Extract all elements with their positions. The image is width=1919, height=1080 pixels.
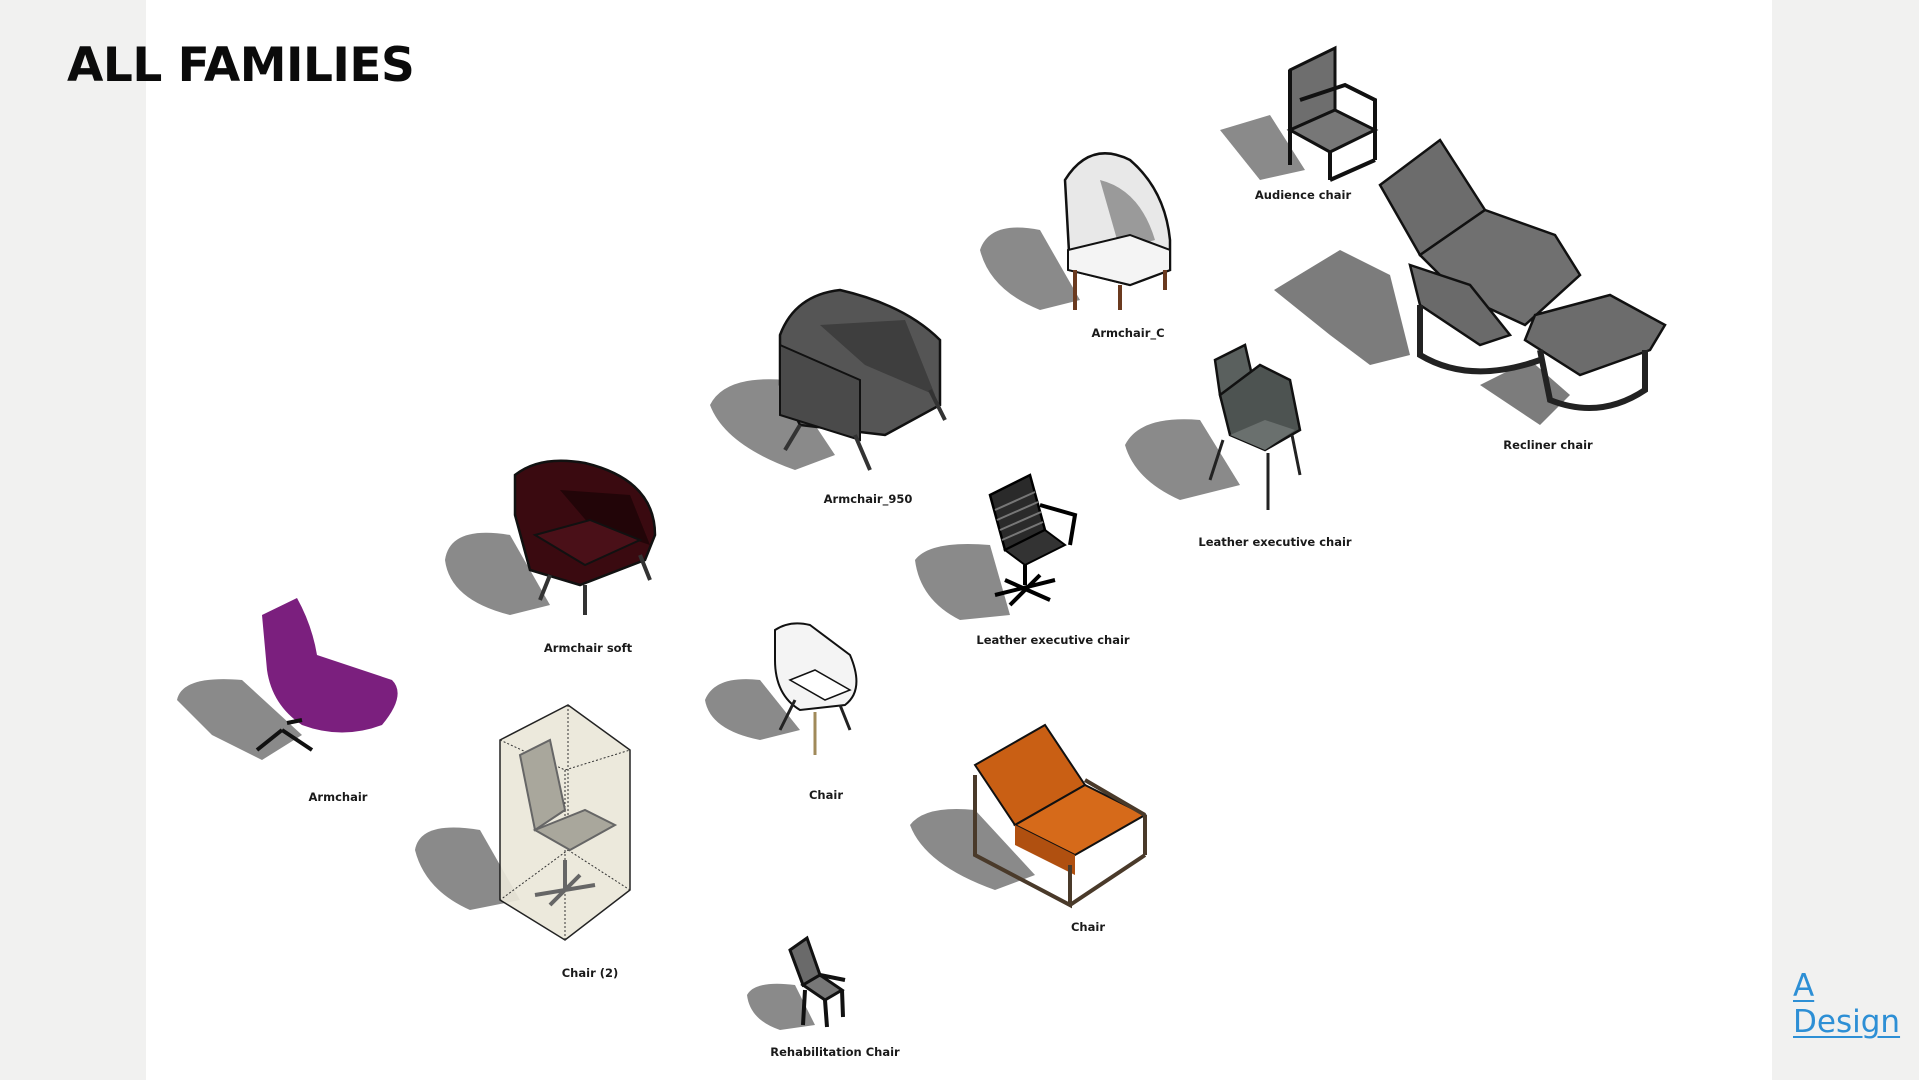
armchair-950-icon [710,288,947,471]
right-margin-band [1772,0,1919,1080]
left-margin-band [0,0,146,1080]
audience-chair-icon [1220,45,1379,182]
family-label: Audience chair [1254,188,1352,202]
brand-logo[interactable]: A Design [1793,968,1900,1040]
family-label: Recliner chair [1503,438,1593,452]
family-label: Armchair_950 [823,492,913,506]
logo-line-1: A [1793,968,1815,1004]
family-label: Chair (2) [561,966,619,980]
rehabilitation-chair-icon [747,935,846,1030]
armchair-soft-icon [445,459,657,615]
slide-canvas [146,0,1772,1080]
office-chair-boxed-icon [415,704,631,941]
shell-chair-icon [705,622,858,755]
armchair-c-icon [980,152,1172,310]
family-label: Armchair_C [1091,326,1165,340]
office-chair-icon [915,473,1078,620]
recliner-chair-icon [1274,138,1667,425]
family-label: Leather executive chair [1198,535,1352,549]
leather-executive-chair-icon [1125,343,1302,510]
armchair-icon [177,598,398,760]
family-label: Armchair soft [543,641,633,655]
family-label: Rehabilitation Chair [770,1045,900,1059]
family-label: Armchair [308,790,368,804]
family-label: Chair [808,788,844,802]
lounge-chair-icon [910,723,1148,909]
logo-line-2: Design [1793,1004,1901,1040]
family-label: Leather executive chair [976,633,1130,647]
page-title: ALL FAMILIES [67,38,415,93]
family-label: Chair [1070,920,1106,934]
